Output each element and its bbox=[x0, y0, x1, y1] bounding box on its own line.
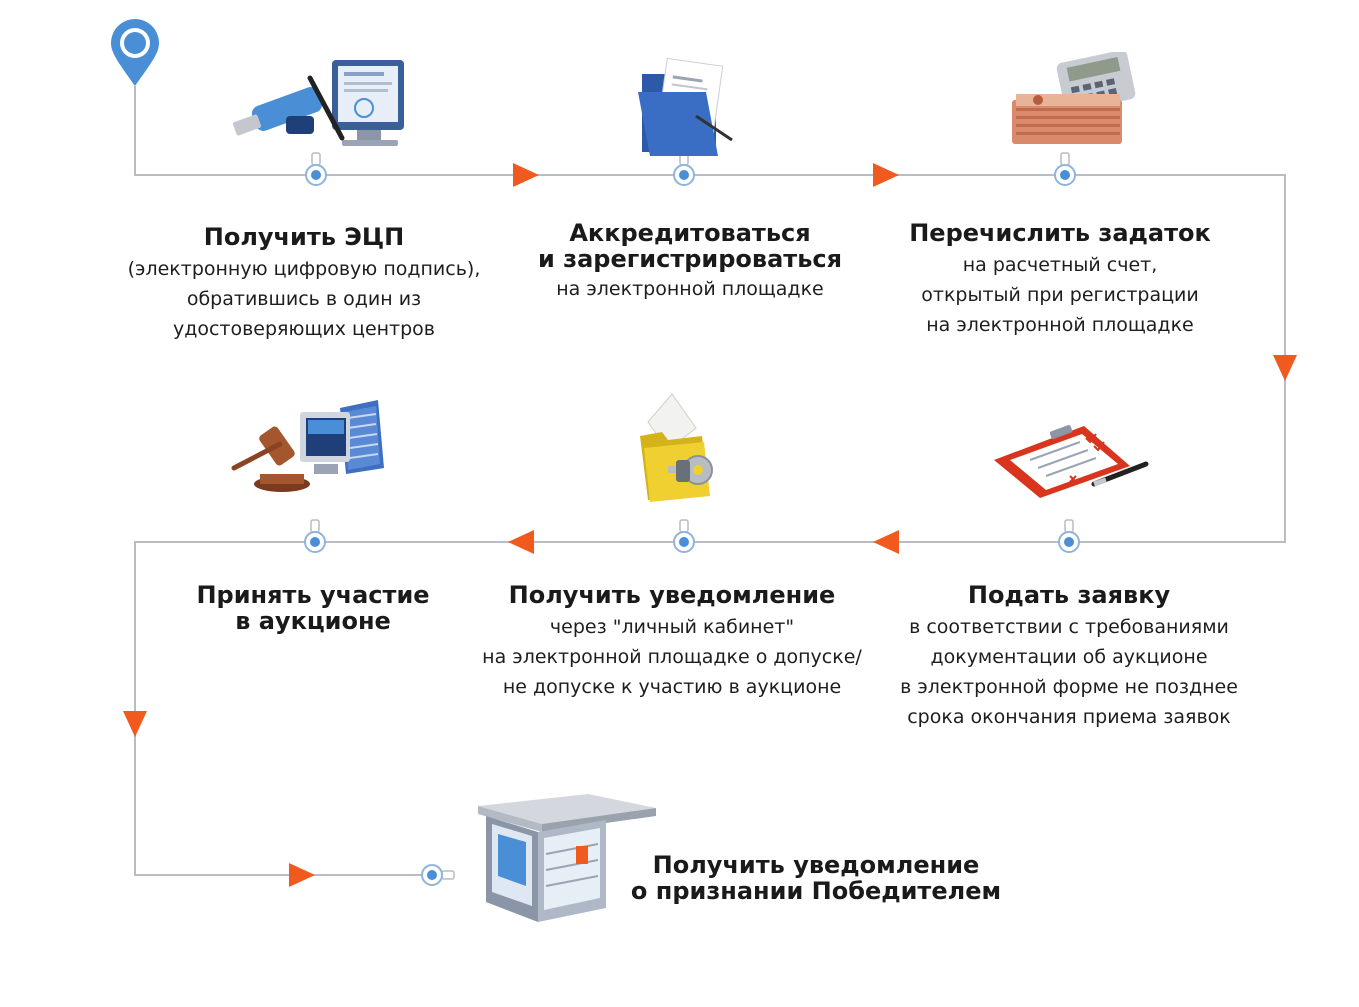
step-2-title-line: и зарегистрироваться bbox=[537, 245, 843, 273]
step-3-description-line: на электронной площадке bbox=[926, 314, 1194, 336]
final-step-title-line: о признании Победителем bbox=[630, 877, 1002, 905]
final-step-title: Получить уведомление о признании Победит… bbox=[626, 852, 1006, 904]
step-3-text: Перечислить задаток на расчетный счет, о… bbox=[890, 220, 1230, 340]
arrow-right bbox=[873, 163, 899, 187]
step-3-description-line: открытый при регистрации bbox=[921, 284, 1199, 306]
step-4-description: в соответствии с требованиями документац… bbox=[880, 612, 1258, 732]
step-4-description-line: документации об аукционе bbox=[930, 646, 1208, 668]
step-1-description: (электронную цифровую подпись), обративш… bbox=[98, 254, 510, 344]
step-6-title: Принять участие в аукционе bbox=[178, 582, 448, 634]
step-4-text: Подать заявку в соответствии с требовани… bbox=[880, 582, 1258, 732]
auction-gavel-and-computer-icon bbox=[231, 400, 384, 492]
final-step-title-line: Получить уведомление bbox=[652, 851, 980, 879]
step-4-description-line: в соответствии с требованиями bbox=[909, 616, 1229, 638]
step-2-title-line: Аккредитоваться bbox=[569, 219, 811, 247]
step-5-description-line: на электронной площадке о допуске/ bbox=[482, 646, 862, 668]
step-1-description-line: удостоверяющих центров bbox=[172, 318, 436, 340]
step-2-title: Аккредитоваться и зарегистрироваться bbox=[500, 220, 880, 272]
arrow-right bbox=[289, 863, 315, 887]
step-1-description-line: обратившись в один из bbox=[186, 288, 422, 310]
step-6-text: Принять участие в аукционе bbox=[178, 582, 448, 634]
step-5-description: через "личный кабинет" на электронной пл… bbox=[462, 612, 882, 702]
step-1-title: Получить ЭЦП bbox=[98, 224, 510, 250]
step-5-title: Получить уведомление bbox=[462, 582, 882, 608]
document-folder-icon bbox=[638, 57, 733, 156]
kiosk-icon bbox=[478, 794, 656, 922]
arrow-right bbox=[513, 163, 539, 187]
clipboard-checklist-icon bbox=[994, 425, 1149, 498]
location-pin-icon bbox=[111, 19, 159, 86]
step-2-text: Аккредитоваться и зарегистрироваться на … bbox=[500, 220, 880, 304]
step-6-title-line: Принять участие bbox=[196, 581, 430, 609]
node-final bbox=[421, 864, 455, 886]
step-4-description-line: в электронной форме не позднее bbox=[900, 676, 1238, 698]
step-2-description: на электронной площадке bbox=[500, 274, 880, 304]
usb-token-and-signed-certificate-icon bbox=[232, 60, 404, 146]
step-3-title-line: Перечислить задаток bbox=[909, 219, 1211, 247]
node-step-1 bbox=[305, 152, 327, 186]
connector-start bbox=[134, 86, 316, 176]
step-4-description-line: срока окончания приема заявок bbox=[907, 706, 1231, 728]
node-step-5 bbox=[673, 519, 695, 553]
envelope-in-folder-with-key-icon bbox=[640, 393, 713, 502]
step-5-text: Получить уведомление через "личный кабин… bbox=[462, 582, 882, 702]
step-4-title-line: Подать заявку bbox=[967, 581, 1171, 609]
step-5-description-line: не допуске к участию в аукционе bbox=[502, 676, 842, 698]
node-step-3 bbox=[1054, 152, 1076, 186]
arrow-down bbox=[123, 711, 147, 737]
calculator-and-banknotes-icon bbox=[1012, 52, 1136, 144]
step-1-title-line: Получить ЭЦП bbox=[203, 223, 405, 251]
step-3-title: Перечислить задаток bbox=[890, 220, 1230, 246]
arrow-left bbox=[873, 530, 899, 554]
step-5-title-line: Получить уведомление bbox=[508, 581, 836, 609]
step-4-title: Подать заявку bbox=[880, 582, 1258, 608]
step-3-description: на расчетный счет, открытый при регистра… bbox=[890, 250, 1230, 340]
step-5-description-line: через "личный кабинет" bbox=[549, 616, 795, 638]
arrow-left bbox=[508, 530, 534, 554]
step-1-description-line: (электронную цифровую подпись), bbox=[127, 258, 481, 280]
step-1-text: Получить ЭЦП (электронную цифровую подпи… bbox=[98, 224, 510, 344]
arrow-down bbox=[1273, 355, 1297, 381]
node-step-6 bbox=[304, 519, 326, 553]
connector-6-final bbox=[134, 541, 432, 876]
step-3-description-line: на расчетный счет, bbox=[962, 254, 1158, 276]
step-2-description-line: на электронной площадке bbox=[556, 278, 824, 300]
step-6-title-line: в аукционе bbox=[235, 607, 391, 635]
node-step-4 bbox=[1058, 519, 1080, 553]
final-step-text: Получить уведомление о признании Победит… bbox=[626, 852, 1006, 904]
